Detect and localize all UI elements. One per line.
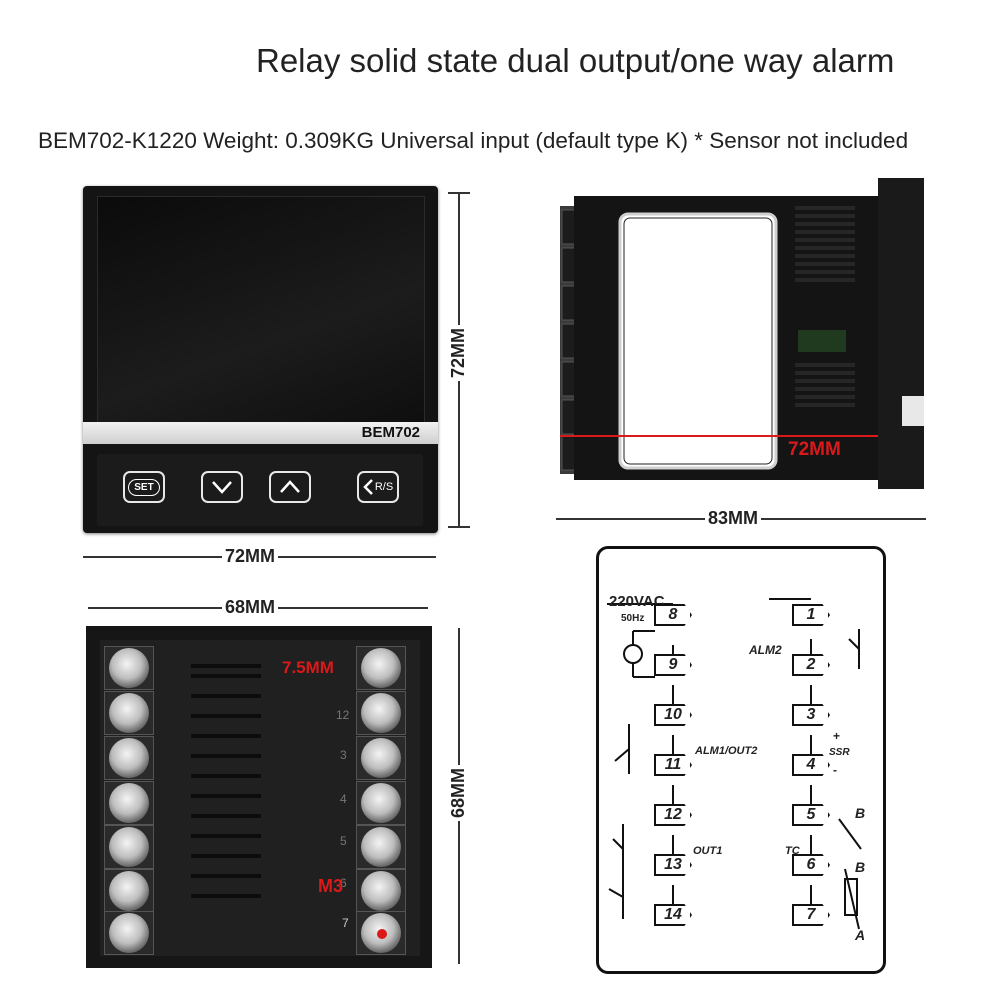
terminal-number: 7 [342, 916, 349, 930]
wiring-diagram: 220VAC 50Hz ALM2 ALM1/OUT2 OUT1 SSR + - … [596, 546, 886, 974]
terminal-number: 4 [340, 792, 347, 806]
alm1-out2-label: ALM1/OUT2 [695, 745, 758, 757]
supply-voltage-label: 220VAC [609, 593, 665, 610]
front-height-dimension: 72MM [448, 325, 469, 382]
terminal-left-badge: 13 [654, 854, 692, 876]
terminal-screw [104, 781, 154, 825]
terminal-number: 5 [340, 834, 347, 848]
return-run-stop-icon: R/S [357, 471, 399, 503]
display-screen [97, 196, 425, 426]
model-label: BEM702 [361, 424, 420, 441]
terminal-number: 12 [336, 708, 350, 722]
terminal-screw [356, 781, 406, 825]
terminal-number: 3 [340, 748, 347, 762]
dim-tick [448, 192, 470, 194]
product-subtitle: BEM702-K1220 Weight: 0.309KG Universal i… [38, 128, 909, 153]
keypad: SET R/S [97, 454, 423, 526]
alm2-label: ALM2 [749, 643, 782, 657]
terminal-right-badge: 6 [792, 854, 830, 876]
minus-label: - [833, 763, 837, 777]
terminal-screw [356, 736, 406, 780]
model-band: BEM702 [83, 422, 438, 444]
terminal-right-badge: 4 [792, 754, 830, 776]
controller-front-panel: BEM702 SET R/S [83, 186, 438, 533]
up-arrow-icon [269, 471, 311, 503]
terminal-screw [104, 646, 154, 690]
terminal-block: 12 3 4 5 6 7 7.5MM M3 [86, 626, 432, 968]
rear-inner-dimension: 72MM [788, 439, 841, 460]
terminal-screw [104, 869, 154, 913]
frequency-label: 50Hz [621, 613, 645, 624]
terminal-pitch-label: 7.5MM [282, 658, 334, 677]
terminal-left-badge: 8 [654, 604, 692, 626]
terminal-screw [104, 691, 154, 735]
terminal-number: 6 [340, 876, 347, 890]
screw-size-label: M3 [318, 876, 344, 896]
terminal-right-badge: 2 [792, 654, 830, 676]
terminal-left-badge: 14 [654, 904, 692, 926]
terminal-screw [104, 911, 154, 955]
terminal-height-dimension: 68MM [448, 765, 469, 822]
b-label-1: B [855, 805, 866, 821]
b-label-2: B [855, 859, 866, 875]
terminal-right-badge: 5 [792, 804, 830, 826]
terminal-left-badge: 10 [654, 704, 692, 726]
front-width-dimension: 72MM [222, 546, 279, 567]
a-label: A [855, 927, 866, 943]
terminal-screw [104, 736, 154, 780]
terminal-screw [356, 869, 406, 913]
terminal-left-badge: 9 [654, 654, 692, 676]
set-key-icon: SET [123, 471, 165, 503]
ssr-label: SSR [829, 747, 850, 758]
terminal-screw [356, 911, 406, 955]
terminal-right-badge: 7 [792, 904, 830, 926]
terminal-width-dimension: 68MM [222, 597, 279, 618]
terminal-left-badge: 12 [654, 804, 692, 826]
dim-tick [448, 526, 470, 528]
terminal-left-badge: 11 [654, 754, 692, 776]
terminal-screw [104, 825, 154, 869]
down-arrow-icon [201, 471, 243, 503]
controller-side-view [560, 178, 924, 489]
terminal-screw [356, 646, 406, 690]
plus-label: + [833, 729, 841, 743]
terminal-right-badge: 3 [792, 704, 830, 726]
rear-depth-dimension: 83MM [705, 508, 762, 529]
page-title: Relay solid state dual output/one way al… [256, 42, 895, 79]
terminal-screw [356, 825, 406, 869]
out1-label: OUT1 [693, 845, 723, 857]
terminal-right-badge: 1 [792, 604, 830, 626]
terminal-screw [356, 691, 406, 735]
